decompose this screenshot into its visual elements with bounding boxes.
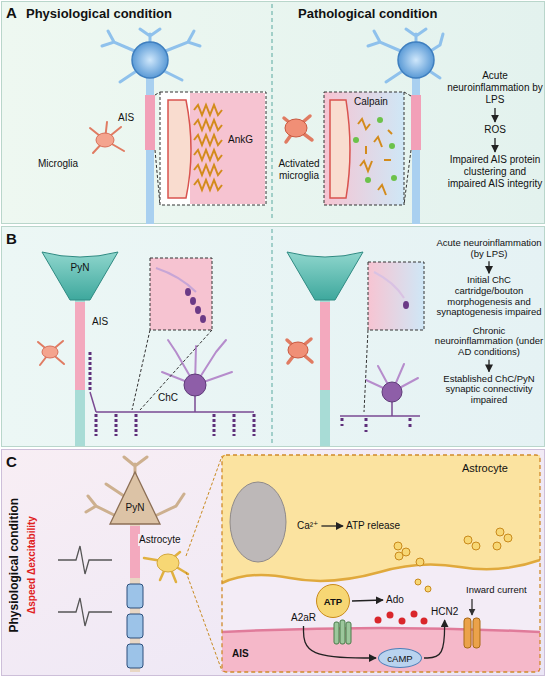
microglia: [38, 341, 64, 365]
protein-label: AnkG: [228, 134, 253, 146]
current-label: Inward current: [466, 584, 527, 595]
microglia: [90, 122, 124, 153]
panel-letter: B: [6, 230, 17, 248]
node-text: Acute neuroinflammation (by LPS): [434, 238, 544, 259]
ais-zoom: [324, 92, 404, 205]
node-text: A2aR: [291, 612, 316, 624]
node-text: HCN2: [431, 606, 458, 618]
node-text: Initial ChC cartridge/bouton morphogenes…: [434, 275, 544, 318]
panel-letter: A: [6, 4, 17, 22]
channel-label: HCN2: [430, 606, 459, 618]
activated-microglia: [284, 116, 312, 142]
process-text: Established ChC/PyN synaptic connectivit…: [434, 374, 544, 406]
panel-a: [2, 2, 545, 224]
cell-label: Activated microglia: [276, 158, 322, 182]
flow-arrow: [488, 261, 489, 273]
process-text: Impaired AIS protein clustering and impa…: [446, 154, 544, 190]
flow-arrow: [494, 108, 495, 122]
ais-zoom: [160, 92, 266, 205]
action-potential: [58, 546, 112, 626]
pyramidal-neuron: [86, 457, 184, 672]
flow-arrow: [488, 360, 489, 372]
flow-arrow: [424, 620, 445, 658]
node-text: ROS: [446, 124, 544, 136]
node-text: Impaired AIS protein clustering and impa…: [446, 154, 544, 190]
flow-arrow: [494, 138, 495, 152]
node-text: Chronic neuroinflammation (under AD cond…: [434, 326, 544, 358]
molecule-circle: ATP: [316, 584, 350, 618]
neuron: [102, 29, 200, 224]
panel-c: [2, 450, 545, 676]
zoom-line: [404, 92, 411, 205]
astrocyte: [144, 552, 188, 582]
flow-arrow: [321, 525, 343, 526]
panel-heading: Physiological condition: [7, 498, 21, 633]
process-text: Chronic neuroinflammation (under AD cond…: [434, 326, 544, 358]
protein-label: Calpain: [354, 96, 388, 108]
chandelier-cell: [90, 340, 254, 436]
process-text: Acute neuroinflammation (by LPS): [434, 238, 544, 259]
astrocyte-ais-zoom: [222, 455, 540, 672]
panel-heading: Pathological condition: [298, 6, 437, 22]
bouton-zoom: [132, 258, 212, 410]
structure-label: AIS: [118, 112, 134, 124]
node-text: ATP: [324, 596, 342, 607]
node-text: cAMP: [387, 653, 412, 664]
cell-label: Astrocyte: [462, 462, 508, 475]
panel-b: [2, 227, 545, 447]
bouton-zoom: [364, 262, 424, 412]
divider: [272, 229, 273, 444]
node-text: ATP release: [346, 520, 400, 532]
flow-arrow: [304, 626, 376, 658]
activated-microglia: [287, 339, 312, 363]
node-text: Established ChC/PyN synaptic connectivit…: [434, 374, 544, 406]
receptor-label: A2aR: [290, 612, 317, 624]
effect-label: Δspeed Δexcitability: [26, 516, 38, 614]
molecule-ellipse: cAMP: [378, 648, 422, 668]
structure-label: AIS: [92, 316, 108, 328]
cell-label: Microglia: [38, 158, 78, 170]
panel-letter: C: [6, 453, 17, 471]
pyramidal-neuron: [287, 252, 363, 446]
process-text: ROS: [446, 124, 544, 136]
node-text: Ca²⁺: [297, 520, 318, 532]
molecule-label: Ca²⁺: [296, 520, 319, 532]
zoom-line: [155, 92, 160, 205]
process-text: ATP release: [345, 520, 401, 532]
molecule-label: Ado: [385, 594, 405, 606]
cell-label: Astrocyte: [138, 534, 182, 546]
flow-arrow: [352, 600, 383, 601]
pyramidal-neuron: [42, 252, 118, 446]
node-text: Ado: [386, 594, 404, 606]
node-text: Acute neuroinflammation by LPS: [446, 70, 544, 106]
cell-label: PyN: [126, 502, 145, 514]
cell-label: ChC: [158, 392, 178, 404]
divider: [272, 4, 273, 221]
process-text: Acute neuroinflammation by LPS: [446, 70, 544, 106]
zoom-line: [186, 456, 222, 671]
cell-label: PyN: [71, 262, 90, 274]
chandelier-cell: [340, 364, 420, 432]
process-text: Initial ChC cartridge/bouton morphogenes…: [434, 275, 544, 318]
panel-heading: Physiological condition: [26, 6, 172, 22]
structure-label: AIS: [232, 648, 249, 660]
